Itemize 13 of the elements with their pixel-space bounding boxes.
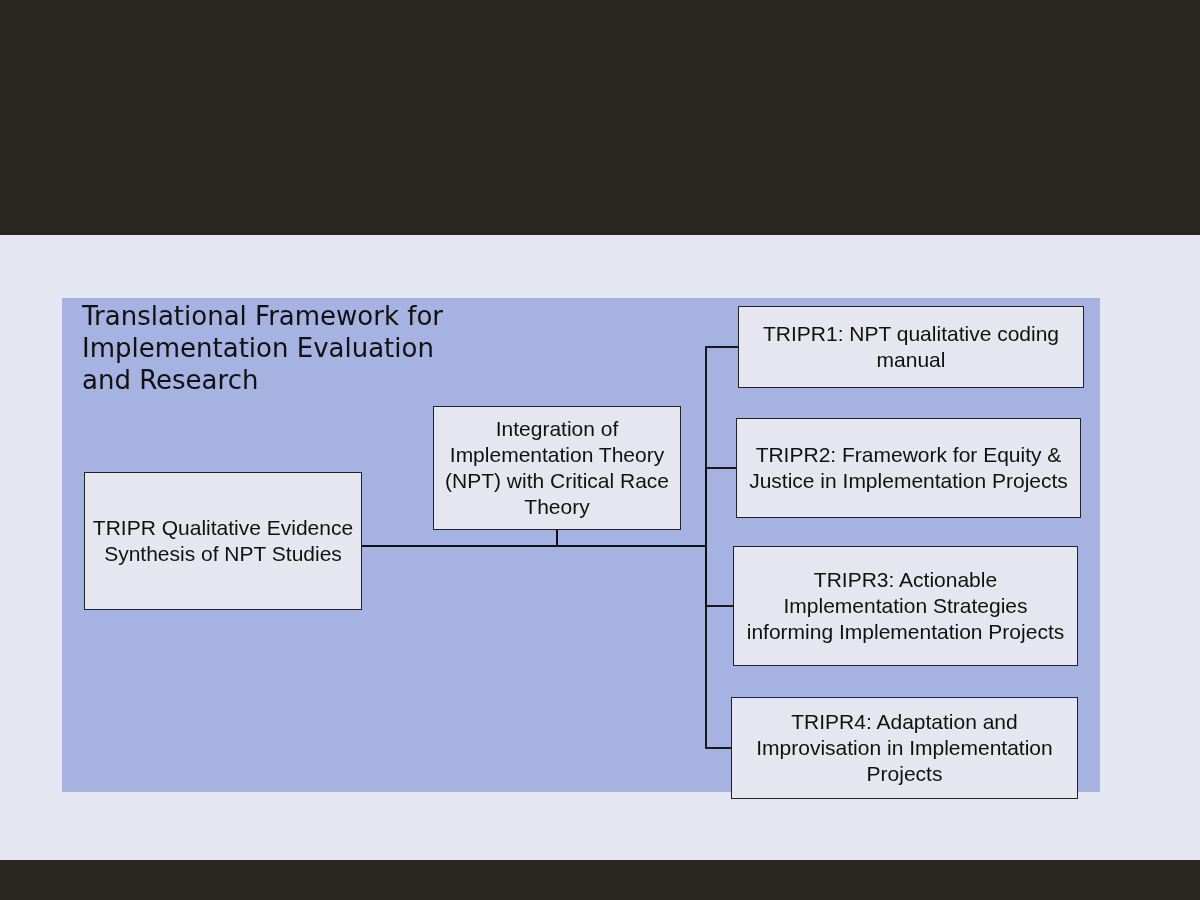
box-text: TRIPR1: NPT qualitative coding manual (761, 321, 1061, 373)
process-box (433, 406, 681, 530)
box-text: TRIPR4: Adaptation and Improvisation in Implementation Projects (755, 709, 1054, 787)
diagram-title: Translational Framework for Implementation Evaluation and Research (82, 300, 445, 396)
process-box (733, 546, 1078, 666)
process-box (738, 306, 1084, 388)
box-text: TRIPR2: Framework for Equity & Justice in Implementation Projects (748, 442, 1069, 494)
box-text: TRIPR Qualitative Evidence Synthesis of NPT Studies (91, 515, 355, 567)
process-box (731, 697, 1078, 799)
box-text: TRIPR3: Actionable Implementation Strategies informing Implementation Projects (745, 567, 1066, 645)
box-text: Integration of Implementation Theory (NPT) with Critical Race Theory (444, 416, 670, 520)
process-box (84, 472, 362, 610)
process-box (736, 418, 1081, 518)
